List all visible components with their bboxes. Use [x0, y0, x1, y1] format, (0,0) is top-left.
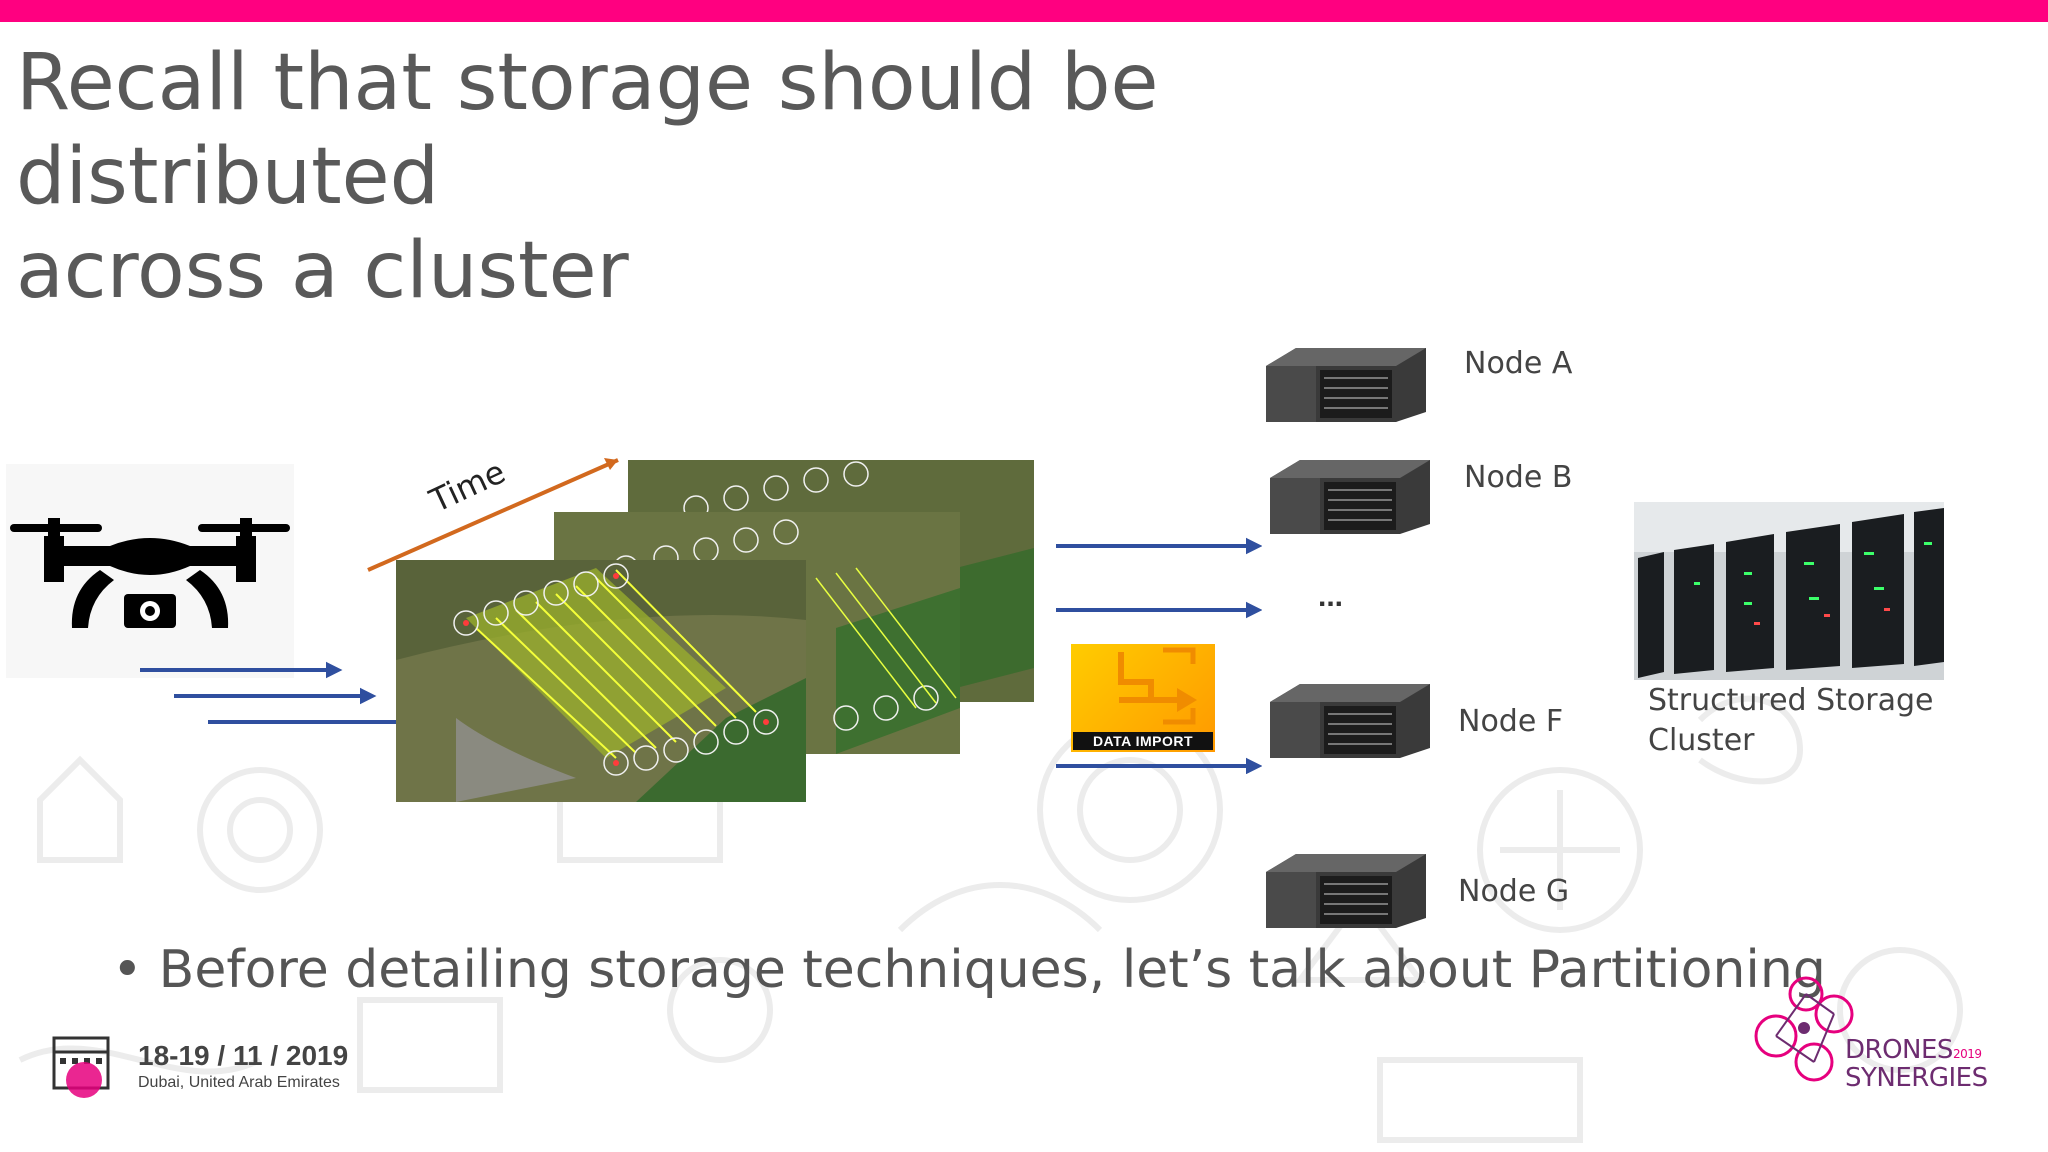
brand-wordmark: DRONES2019 SYNERGIES	[1845, 1035, 1988, 1093]
brand-line-2: SYNERGIES	[1845, 1063, 1988, 1093]
storage-label-line-1: Structured Storage	[1648, 683, 1934, 718]
bullet-point: •Before detailing storage techniques, le…	[112, 940, 1826, 1000]
aerial-map-stack	[396, 460, 1034, 802]
storage-cluster-image	[1634, 502, 1944, 680]
event-location: Dubai, United Arab Emirates	[138, 1074, 340, 1091]
calendar-icon	[52, 1036, 110, 1098]
brand-line-1: DRONES	[1845, 1035, 1953, 1065]
bullet-text: Before detailing storage techniques, let…	[158, 940, 1826, 1000]
data-import-label: DATA IMPORT	[1073, 732, 1213, 750]
incoming-data-arrows	[140, 661, 398, 724]
accent-top-bar	[0, 0, 2048, 22]
server-icon-node-a	[1266, 348, 1426, 422]
outgoing-data-arrows	[1056, 537, 1262, 774]
storage-cluster-label: Structured Storage Cluster	[1648, 681, 1934, 761]
slide-title: Recall that storage should be distribute…	[16, 36, 1516, 318]
storage-label-line-2: Cluster	[1648, 723, 1755, 758]
node-a-label: Node A	[1464, 346, 1573, 381]
brand-year: 2019	[1952, 1047, 1982, 1061]
server-icon-node-g	[1266, 854, 1426, 928]
node-f-label: Node F	[1458, 704, 1564, 739]
bullet-dot: •	[112, 940, 143, 1000]
drones-synergies-logo	[1754, 976, 1854, 1082]
drone-icon	[10, 518, 290, 628]
data-import-icon: DATA IMPORT	[1071, 644, 1215, 752]
node-b-label: Node B	[1464, 460, 1573, 495]
node-ellipsis: ...	[1318, 580, 1344, 613]
title-line-2: across a cluster	[16, 226, 629, 316]
background-doodles	[18, 695, 1963, 1143]
time-arrow	[367, 458, 619, 572]
server-icon-node-b	[1270, 460, 1430, 534]
server-icon-node-f	[1270, 684, 1430, 758]
node-g-label: Node G	[1458, 874, 1570, 909]
title-line-1: Recall that storage should be distribute…	[16, 38, 1159, 222]
event-date: 18-19 / 11 / 2019	[138, 1040, 349, 1071]
